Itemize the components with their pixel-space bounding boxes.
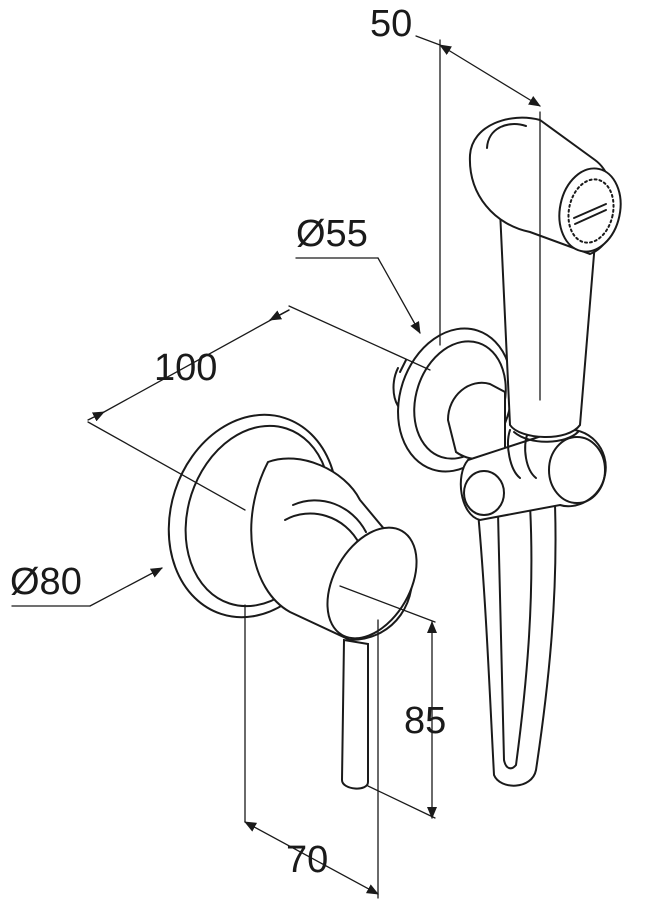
dim-width-top: 50 [370,3,412,45]
valve-cap [326,526,418,640]
dim-length: 100 [154,347,217,389]
dim-diameter-small: Ø55 [296,213,368,255]
shower-handle [498,208,598,438]
hose [476,504,557,787]
dim-diameter-large: Ø80 [10,561,82,603]
dim-width-bottom: 70 [286,839,328,881]
mixer-valve [167,413,418,790]
outlet-elbow [446,381,506,461]
dim-height: 85 [404,700,446,742]
hand-shower-assembly [392,116,622,787]
lever-handle [340,638,369,790]
dimension-lines [11,35,541,899]
